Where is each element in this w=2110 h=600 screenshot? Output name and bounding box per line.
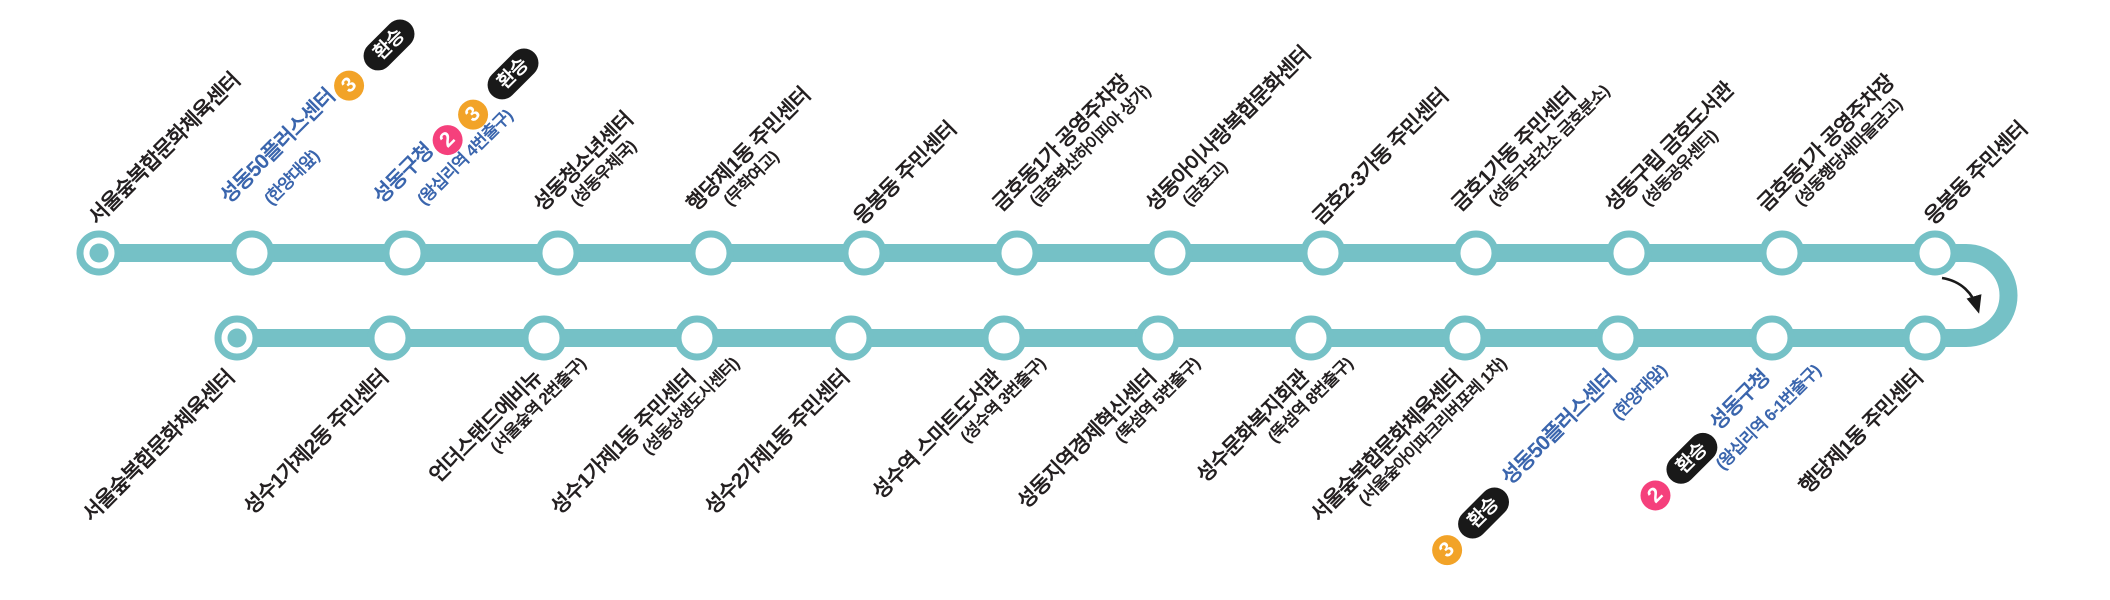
- route-track: [99, 244, 2018, 347]
- station-marker: [981, 315, 1027, 361]
- station-marker: [1595, 315, 1641, 361]
- station-marker: [1300, 230, 1346, 276]
- station-marker: [1147, 230, 1193, 276]
- station-marker: [1912, 230, 1958, 276]
- station-marker: [1135, 315, 1181, 361]
- station-marker: [688, 230, 734, 276]
- station-marker: [229, 230, 275, 276]
- station-marker: [828, 315, 874, 361]
- terminal-dot: [227, 328, 247, 348]
- station-marker: [994, 230, 1040, 276]
- station-marker: [382, 230, 428, 276]
- station-marker: [1759, 230, 1805, 276]
- station-marker: [1749, 315, 1795, 361]
- terminal-dot: [89, 243, 109, 263]
- direction-arrow: [1941, 276, 1982, 314]
- station-marker: [1453, 230, 1499, 276]
- station-marker: [535, 230, 581, 276]
- station-marker: [1442, 315, 1488, 361]
- station-marker: [1606, 230, 1652, 276]
- station-marker: [841, 230, 887, 276]
- station-marker: [1902, 315, 1948, 361]
- station-marker: [521, 315, 567, 361]
- station-marker: [1288, 315, 1334, 361]
- station-marker: [367, 315, 413, 361]
- station-marker: [674, 315, 720, 361]
